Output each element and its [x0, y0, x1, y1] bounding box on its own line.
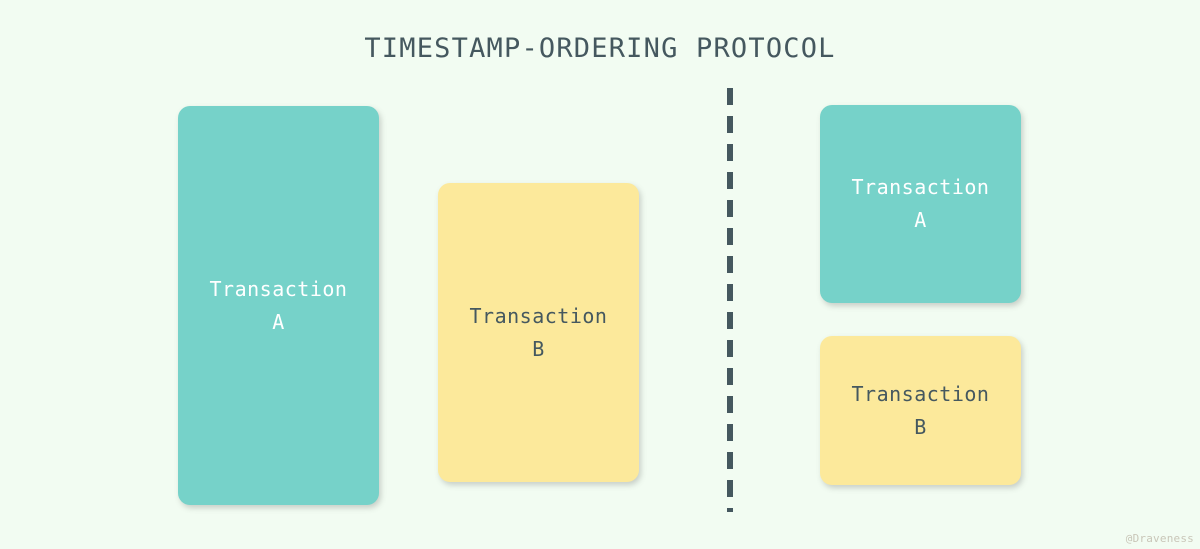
transaction-box-left-a[interactable]: Transaction A [178, 106, 379, 505]
transaction-box-left-b[interactable]: Transaction B [438, 183, 639, 482]
dashed-divider [727, 88, 733, 512]
transaction-label: Transaction B [469, 303, 608, 361]
transaction-box-right-a[interactable]: Transaction A [820, 105, 1021, 303]
transaction-label: Transaction B [851, 381, 990, 439]
watermark: @Draveness [1125, 532, 1194, 545]
page-title: TIMESTAMP-ORDERING PROTOCOL [364, 33, 836, 64]
transaction-box-right-b[interactable]: Transaction B [820, 336, 1021, 485]
transaction-label: Transaction A [851, 175, 990, 232]
transaction-label: Transaction A [209, 276, 348, 334]
